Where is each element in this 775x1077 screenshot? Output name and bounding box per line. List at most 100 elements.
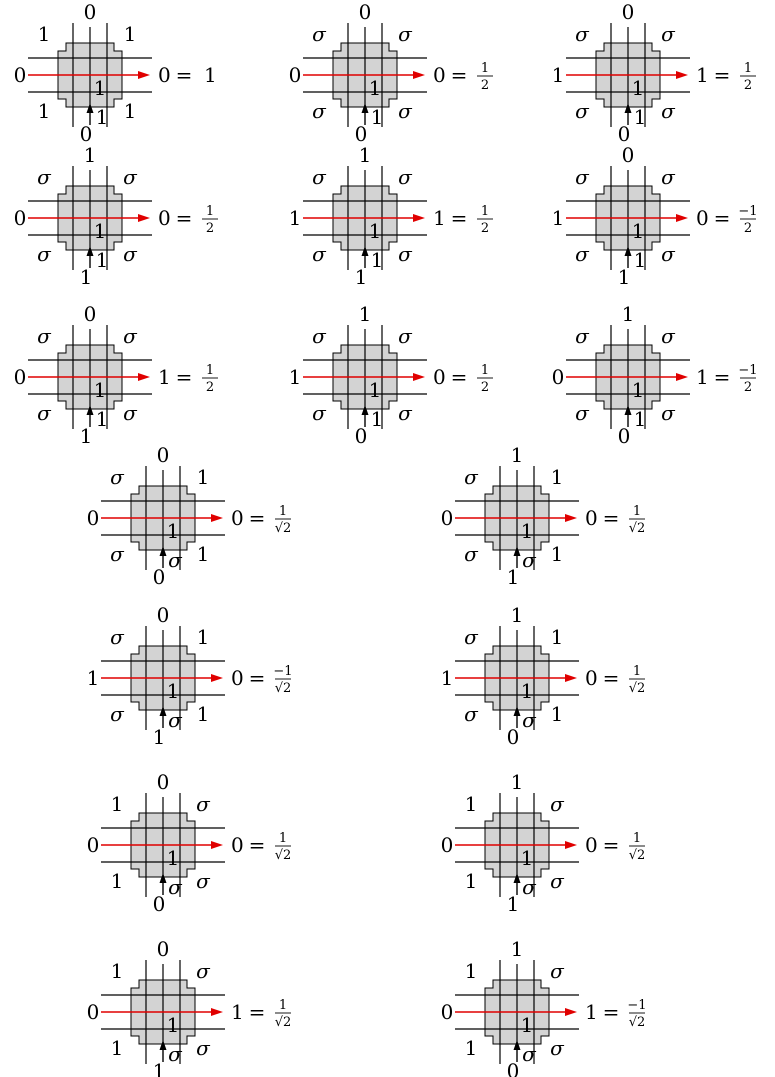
- top-edge-label: 0: [84, 0, 97, 24]
- value-numerator: 1: [744, 61, 752, 76]
- arrow-label: 1: [371, 407, 384, 431]
- red-arrow-head: [138, 71, 150, 79]
- corner-label-bottom-right: σ: [398, 99, 413, 123]
- up-arrow-head: [159, 546, 167, 556]
- red-arrow-head: [413, 214, 425, 222]
- top-edge-label: 0: [84, 302, 97, 326]
- red-arrow-head: [413, 373, 425, 381]
- equals-sign: =: [714, 63, 731, 87]
- bottom-edge-label: 1: [618, 265, 631, 289]
- up-arrow-head: [624, 405, 632, 415]
- corner-label-top-right: σ: [123, 165, 138, 189]
- corner-label-bottom-left: σ: [312, 401, 327, 425]
- bottom-edge-label: 0: [355, 122, 368, 146]
- red-arrow-head: [211, 514, 223, 522]
- top-edge-label: 1: [622, 302, 635, 326]
- red-arrow-head: [211, 841, 223, 849]
- corner-label-bottom-left: σ: [37, 401, 52, 425]
- center-label: 1: [632, 378, 645, 402]
- equals-sign: =: [603, 833, 620, 857]
- value-denominator: √2: [629, 848, 646, 863]
- equals-sign: =: [603, 506, 620, 530]
- right-edge-label: 0: [158, 63, 171, 87]
- center-label: 1: [632, 76, 645, 100]
- top-edge-label: 0: [622, 0, 635, 24]
- up-arrow-head: [159, 1040, 167, 1050]
- right-edge-label: 0: [585, 833, 598, 857]
- corner-label-bottom-right: σ: [196, 1036, 211, 1060]
- equals-sign: =: [603, 666, 620, 690]
- value-numerator: 1: [481, 204, 489, 219]
- value-denominator: √2: [629, 1015, 646, 1030]
- corner-label-top-left: σ: [37, 165, 52, 189]
- corner-label-top-left: σ: [110, 465, 125, 489]
- corner-label-top-left: 1: [465, 959, 478, 983]
- center-label: 1: [632, 219, 645, 243]
- up-arrow-head: [361, 246, 369, 256]
- value-denominator: 2: [206, 221, 214, 236]
- right-edge-label: 0: [231, 833, 244, 857]
- left-edge-label: 1: [441, 666, 454, 690]
- corner-label-top-left: σ: [312, 324, 327, 348]
- red-arrow-head: [565, 1008, 577, 1016]
- red-arrow-head: [138, 373, 150, 381]
- right-edge-label: 1: [696, 365, 709, 389]
- left-edge-label: 0: [87, 833, 100, 857]
- equals-sign: =: [451, 63, 468, 87]
- center-label: 1: [167, 519, 180, 543]
- corner-label-top-left: σ: [312, 165, 327, 189]
- equals-sign: =: [451, 365, 468, 389]
- equals-sign: =: [249, 506, 266, 530]
- corner-label-bottom-right: σ: [123, 242, 138, 266]
- up-arrow-head: [513, 706, 521, 716]
- corner-label-bottom-left: σ: [575, 242, 590, 266]
- corner-label-top-left: σ: [464, 465, 479, 489]
- value-denominator: √2: [629, 521, 646, 536]
- center-label: 1: [94, 378, 107, 402]
- arrow-label: 1: [634, 248, 647, 272]
- corner-label-top-right: σ: [661, 22, 676, 46]
- up-arrow-head: [361, 103, 369, 113]
- corner-label-top-right: σ: [196, 792, 211, 816]
- corner-label-top-right: σ: [398, 324, 413, 348]
- arrow-label: σ: [522, 875, 537, 899]
- arrow-label: σ: [522, 548, 537, 572]
- center-label: 1: [369, 378, 382, 402]
- left-edge-label: 0: [14, 63, 27, 87]
- corner-label-bottom-right: σ: [398, 242, 413, 266]
- right-edge-label: 0: [585, 506, 598, 530]
- bottom-edge-label: 0: [355, 424, 368, 448]
- corner-label-bottom-left: σ: [464, 542, 479, 566]
- arrow-label: σ: [522, 708, 537, 732]
- value-denominator: √2: [275, 1015, 292, 1030]
- bottom-edge-label: 0: [80, 122, 93, 146]
- up-arrow-head: [624, 103, 632, 113]
- left-edge-label: 1: [552, 206, 565, 230]
- arrow-label: σ: [168, 548, 183, 572]
- value-numerator: 1: [206, 363, 214, 378]
- value-numerator: 1: [279, 831, 287, 846]
- up-arrow-head: [86, 103, 94, 113]
- left-edge-label: 0: [289, 63, 302, 87]
- corner-label-bottom-left: 1: [38, 99, 51, 123]
- top-edge-label: 0: [157, 603, 170, 627]
- corner-label-top-right: 1: [197, 625, 210, 649]
- corner-label-bottom-left: σ: [110, 702, 125, 726]
- value-numerator: −1: [738, 363, 757, 378]
- right-edge-label: 1: [433, 206, 446, 230]
- arrow-label: σ: [522, 1042, 537, 1066]
- arrow-label: 1: [371, 105, 384, 129]
- bottom-edge-label: 1: [80, 265, 93, 289]
- corner-label-bottom-right: 1: [197, 542, 210, 566]
- center-label: 1: [521, 1013, 534, 1037]
- right-edge-label: 0: [696, 206, 709, 230]
- corner-label-top-right: σ: [196, 959, 211, 983]
- corner-label-top-right: σ: [661, 165, 676, 189]
- arrow-label: 1: [634, 407, 647, 431]
- corner-label-bottom-left: σ: [575, 401, 590, 425]
